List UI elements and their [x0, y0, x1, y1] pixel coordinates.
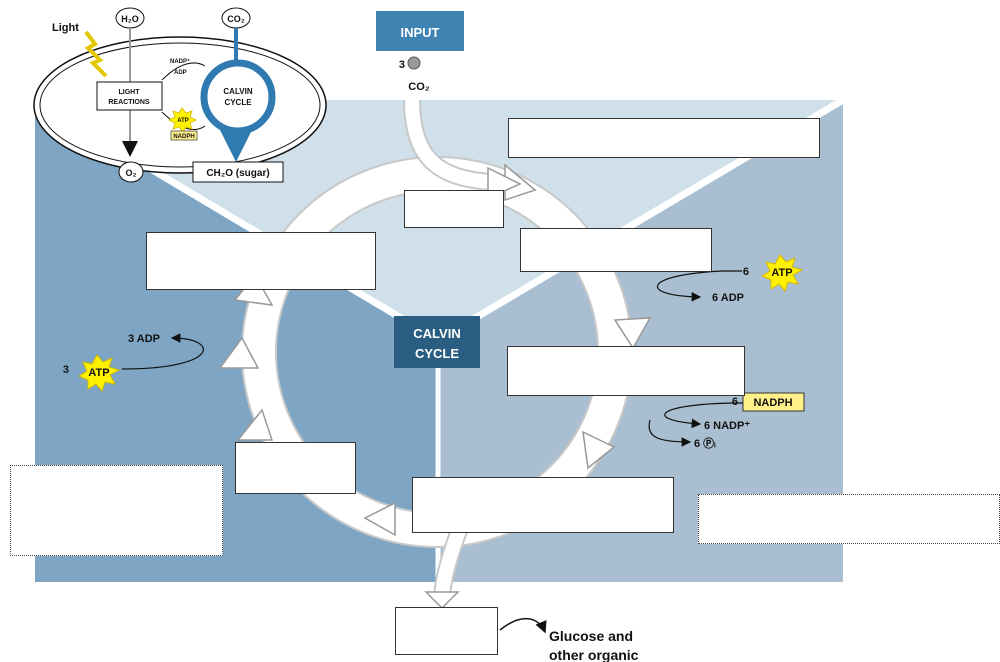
output-line2: other organic: [549, 647, 639, 662]
input-label: INPUT: [401, 25, 440, 40]
chloro-nadph-box: [170, 130, 198, 141]
sugar-label: CH₂O (sugar): [206, 168, 269, 179]
light-label: Light: [52, 22, 79, 34]
ring-arrow-bottom: [363, 501, 396, 537]
ring-arrow-lower-right: [582, 430, 616, 470]
nadp-out-label: 6 NADP⁺: [704, 420, 750, 432]
answer-box-right-middle[interactable]: [507, 346, 745, 396]
nadp-out-arrow: [664, 402, 744, 429]
left-adp-label: 3 ADP: [128, 333, 160, 345]
o2-label: O₂: [126, 168, 137, 178]
chloro-nadp-label: NADP⁺: [170, 58, 190, 65]
answer-box-top[interactable]: [404, 190, 504, 228]
right-atp-count: 6: [743, 266, 749, 278]
input-molecule: CO₂: [408, 81, 430, 93]
atp-star-right-icon: [760, 254, 804, 292]
cycle-center-line2: CYCLE: [415, 346, 459, 361]
ring-arrow-right: [613, 317, 652, 350]
answer-box-far-right[interactable]: [698, 494, 1000, 544]
output-line1: Glucose and: [549, 628, 633, 644]
chloro-adp-label: ADP: [174, 70, 187, 76]
adp-out-arrow: [656, 270, 723, 302]
nadph-arrow: [161, 111, 206, 130]
cycle-center-tag: [394, 316, 480, 368]
chloro-calvin-line1: CALVIN: [223, 87, 252, 96]
left-adp-arrow: [121, 333, 204, 370]
output-arrow: [424, 524, 547, 634]
ring-arrow-left-mid: [218, 336, 260, 369]
chloro-calvin-line2: CYCLE: [224, 98, 252, 107]
sugar-box: [192, 161, 284, 183]
nadph-count: 6: [732, 396, 738, 408]
nadph-label: NADPH: [753, 397, 792, 409]
answer-box-right-upper[interactable]: [520, 228, 712, 272]
light-reactions-box: [96, 81, 163, 111]
h2o-label: H₂O: [121, 14, 139, 24]
ring-arrow-left-low: [236, 408, 274, 441]
co2-label: CO₂: [227, 14, 245, 24]
answer-box-far-left[interactable]: [10, 465, 223, 556]
pi-out-arrow: [648, 419, 692, 447]
panel-right: [438, 100, 843, 582]
left-atp-label: ATP: [88, 367, 109, 379]
input-count: 3: [399, 59, 405, 71]
nadph-box: [742, 392, 805, 412]
answer-box-left-lower[interactable]: [235, 442, 356, 494]
nadp-arrow: [161, 62, 206, 81]
answer-box-input-description[interactable]: [508, 118, 820, 158]
chloroplast-inset: Light H₂O O₂ LIGHT REACTIONS CO₂ CALVIN …: [33, 7, 327, 183]
chloro-atp-label: ATP: [177, 118, 189, 124]
chloro-calvin-circle: [200, 59, 276, 135]
co2-molecule-icon: [407, 56, 421, 70]
pi-out-label: 6 Ⓟᵢ: [694, 436, 716, 450]
atp-star-left-icon: [77, 354, 121, 392]
light-reactions-line2: REACTIONS: [108, 99, 150, 106]
input-tag: [376, 11, 464, 51]
chloro-nadph-label: NADPH: [173, 134, 194, 140]
answer-box-output[interactable]: [395, 607, 498, 655]
light-reactions-line1: LIGHT: [119, 89, 141, 96]
right-adp-label: 6 ADP: [712, 292, 744, 304]
answer-box-bottom[interactable]: [412, 477, 674, 533]
o2-bubble: [118, 161, 144, 183]
left-atp-count: 3: [63, 364, 69, 376]
right-atp-label: ATP: [771, 267, 792, 279]
cycle-center-line1: CALVIN: [413, 326, 460, 341]
light-bolt-icon: [84, 30, 108, 78]
answer-box-left-upper[interactable]: [146, 232, 376, 290]
